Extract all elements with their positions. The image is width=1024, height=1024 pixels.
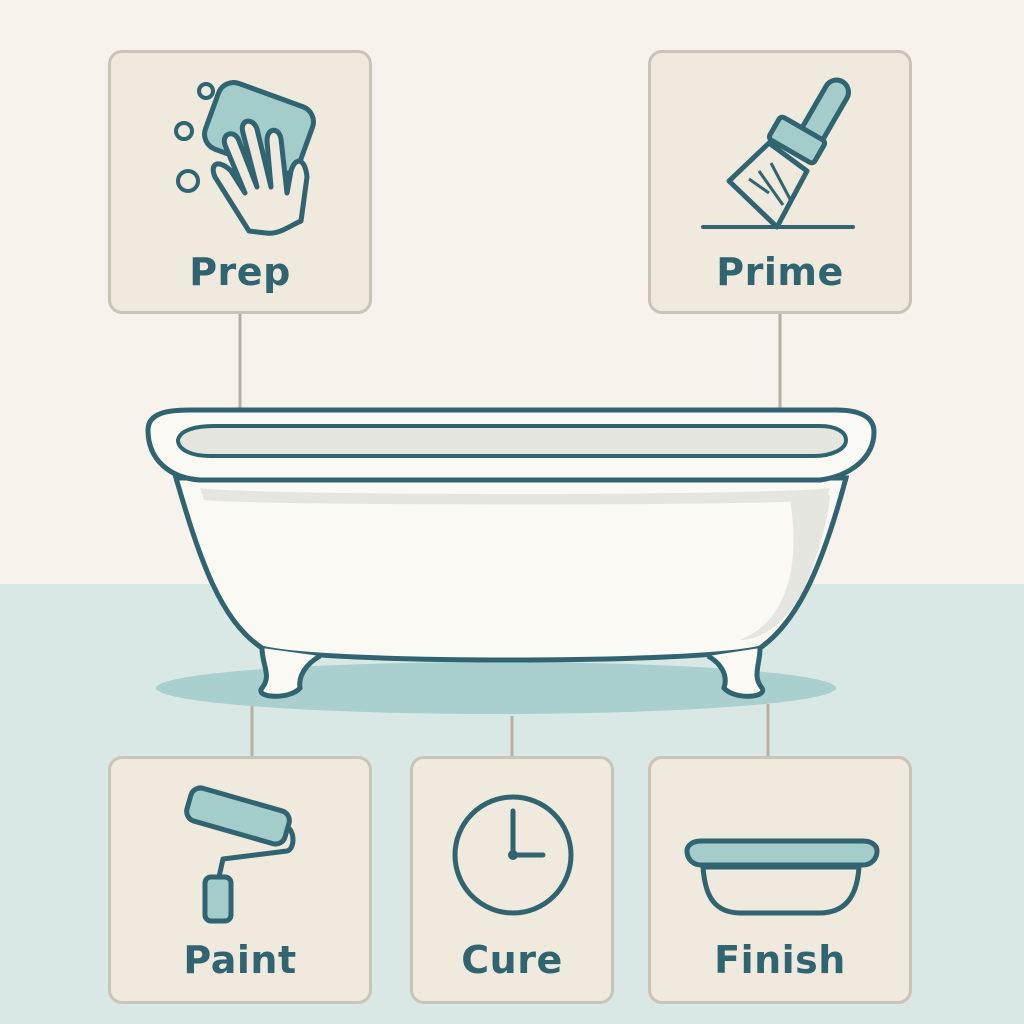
hand-sponge-icon: [174, 80, 316, 236]
tub-inner-rim: [175, 424, 849, 458]
paint-roller-icon: [184, 785, 296, 924]
tub-floor-shadow: [156, 662, 836, 714]
tub-foot-left: [258, 647, 322, 699]
tub-rim-highlight: [200, 488, 830, 505]
tub-body-shade: [740, 495, 830, 640]
paintbrush-icon: [701, 77, 855, 230]
tub-basin-icon: [684, 838, 880, 916]
tub-body: [172, 475, 850, 663]
step-label-cure: Cure: [461, 938, 563, 982]
step-label-paint: Paint: [183, 938, 297, 982]
step-card-prep[interactable]: Prep: [108, 50, 372, 314]
step-card-prime[interactable]: Prime: [648, 50, 912, 314]
clock-icon: [452, 794, 574, 916]
step-label-prime: Prime: [716, 250, 844, 294]
step-card-paint[interactable]: Paint: [108, 756, 372, 1004]
step-label-finish: Finish: [714, 938, 846, 982]
tub-foot-right: [706, 647, 765, 699]
step-card-finish[interactable]: Finish: [648, 756, 912, 1004]
step-label-prep: Prep: [189, 250, 291, 294]
step-card-cure[interactable]: Cure: [410, 756, 614, 1004]
